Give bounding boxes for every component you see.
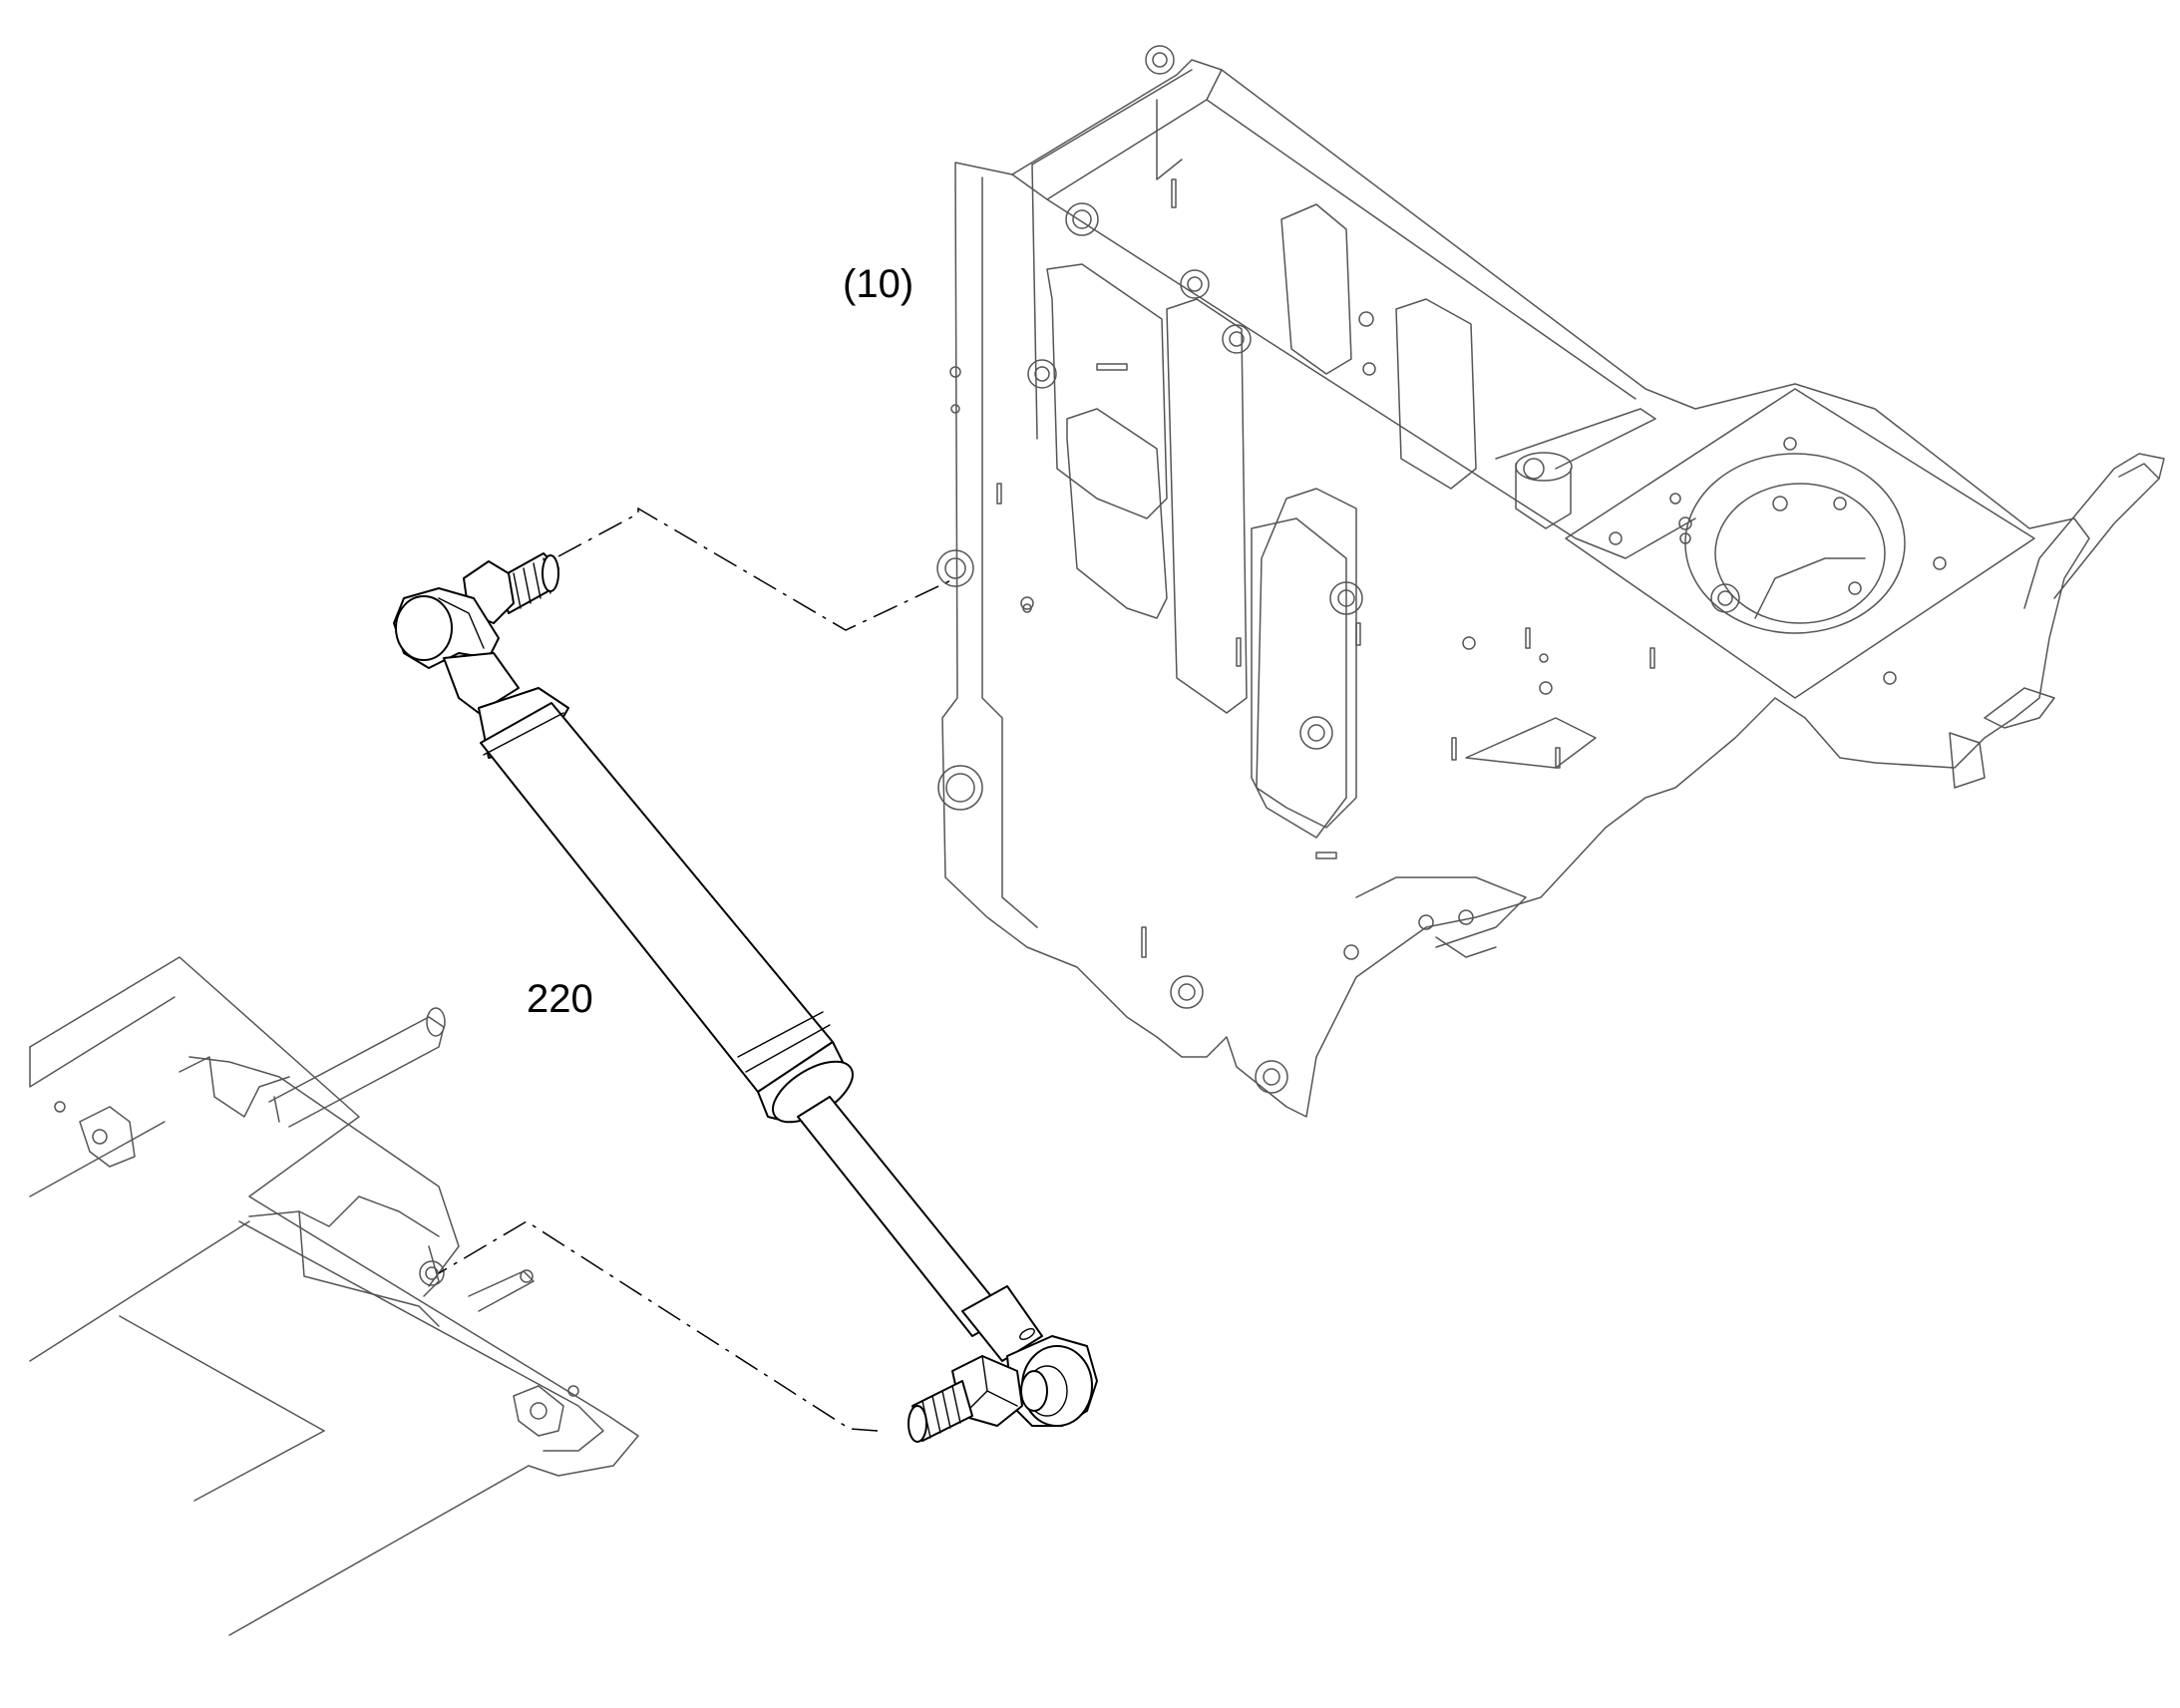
callout-frame-assembly: (10) [843, 262, 913, 306]
lower-subframe [29, 956, 639, 1636]
gas-spring [393, 552, 1098, 1443]
callout-gas-spring: 220 [527, 977, 593, 1021]
frame-assembly [936, 45, 2165, 1118]
assembly-leader-lines [438, 507, 956, 1432]
